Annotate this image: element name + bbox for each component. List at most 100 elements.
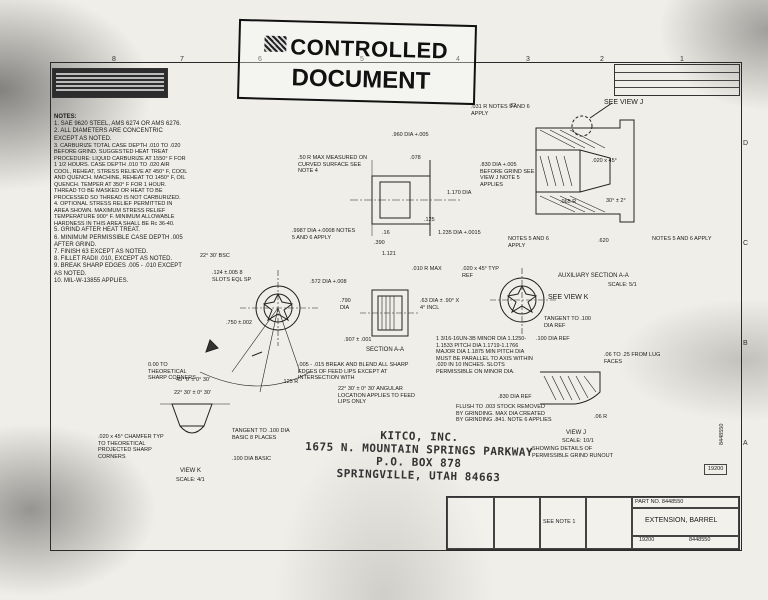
tb-cell: [493, 497, 541, 549]
zone-label: B: [743, 340, 748, 347]
zone-label: 4: [456, 56, 460, 63]
callout-slots: .124 ±.005 8 SLOTS EQL SP: [212, 270, 252, 283]
notes-heading: NOTES:: [54, 114, 77, 120]
callout-dim620: .620: [598, 238, 609, 244]
tb-cell: [631, 535, 739, 549]
zone-label: 8: [112, 56, 116, 63]
note-item: 6. MINIMUM PERMISSIBLE CASE DEPTH .005 A…: [54, 234, 183, 248]
callout-dia830: .830 DIA +.005 BEFORE GRIND SEE VIEW J N…: [480, 162, 535, 188]
tb-cell: [631, 507, 739, 537]
callout-dia830-ref: .830 DIA REF: [498, 394, 532, 400]
tb-cell: [447, 497, 495, 549]
zone-label: 1: [680, 56, 684, 63]
callout-dia100ref: .100 DIA REF: [536, 336, 570, 342]
section-aa-title: SECTION A-A: [366, 347, 405, 353]
code-box: 19200: [704, 464, 728, 475]
callout-dim16: .16: [382, 230, 390, 236]
callout-dia100-basic: .100 DIA BASIC: [232, 456, 272, 462]
revision-block: [614, 64, 740, 96]
callout-break-edges: .005 - .015 BREAK AND BLEND ALL SHARP ED…: [298, 362, 409, 381]
callout-tangent100: TANGENT TO .100 DIA REF: [544, 316, 591, 329]
company-address-stamp: KITCO, INC. 1675 N. MOUNTAIN SPRINGS PAR…: [304, 427, 533, 485]
callout-dia63: .63 DIA ± .90° X 4° INCL: [420, 298, 460, 311]
zone-label: A: [743, 440, 748, 447]
view-j-description: SHOWING DETAILS OF PERMISSIBLE GRIND RUN…: [532, 446, 613, 459]
callout-angle22b: 22° 30' ± 0° 30': [174, 390, 212, 396]
view-j-title: VIEW J: [566, 430, 587, 436]
side-dwg-number: 8448550: [719, 423, 725, 445]
callout-angle45: 45° 0' ± 0° 30': [176, 377, 210, 383]
callout-dim078: .078: [410, 155, 421, 161]
callout-notes56-right: NOTES 5 AND 6 APPLY: [652, 236, 712, 242]
side-number-strip: 8448550: [703, 395, 733, 455]
note-item: 7. FINISH 63 EXCEPT AS NOTED.: [54, 248, 148, 255]
callout-dim32: 32: [510, 103, 517, 109]
zone-label: D: [743, 140, 749, 147]
cage-code: 19200: [639, 537, 655, 543]
callout-dim125: .125: [424, 217, 435, 223]
callout-angular: 22° 30' ± 0° 30' ANGULAR LOCATION APPLIE…: [338, 386, 416, 405]
zone-label: 5: [360, 56, 364, 63]
drawing-frame: [50, 62, 742, 551]
notes-block: NOTES: 1. SAE 9620 STEEL, AMS 6274 OR AM…: [54, 114, 188, 285]
tb-cell: [539, 497, 587, 549]
callout-chamfer: .020 x 45°: [592, 158, 617, 164]
callout-see-view-k: SEE VIEW K: [548, 294, 589, 301]
callout-r010: .010 R MAX: [412, 266, 442, 272]
see-note: SEE NOTE 1: [543, 519, 576, 525]
callout-dim750: .750 ±.002: [226, 320, 252, 326]
callout-r50max: .50 R MAX MEASURED ON CURVED SURFACE SEE…: [298, 155, 368, 174]
tb-cell: [631, 497, 739, 509]
view-k-scale: SCALE: 4/1: [176, 477, 205, 483]
callout-theoretical: 0.00 TO THEORETICAL SHARP CORNERS: [148, 362, 196, 381]
note-item: 2. ALL DIAMETERS ARE CONCENTRIC EXCEPT A…: [54, 128, 163, 142]
callout-r125: .125 R: [282, 379, 299, 385]
callout-thread-spec: 1 3/16-16UN-3B MINOR DIA 1.1250-1.1533 P…: [436, 336, 533, 375]
note-item: 3. CARBURIZE TOTAL CASE DEPTH .010 TO .0…: [54, 142, 188, 201]
callout-dim390: .390: [374, 240, 385, 246]
note-item: 10. MIL-W-13855 APPLIES.: [54, 277, 129, 284]
callout-tangent-basic: TANGENT TO .100 DIA BASIC 8 PLACES: [232, 428, 290, 441]
callout-lug: .06 TO .25 FROM LUG FACES: [604, 352, 661, 365]
callout-r06: .06 R: [594, 414, 608, 420]
zone-label: C: [743, 240, 749, 247]
aux-section-title: AUXILIARY SECTION A-A: [558, 273, 629, 279]
drawing-title: EXTENSION, BARREL: [645, 517, 718, 524]
note-item: 5. GRIND AFTER HEAT TREAT.: [54, 227, 140, 234]
note-item: 9. BREAK SHARP EDGES .005 - .010 EXCEPT …: [54, 263, 182, 277]
callout-r031: .031 R NOTES 5 AND 6 APPLY: [471, 104, 530, 117]
callout-dim1121: 1.121: [382, 251, 396, 257]
title-block: PART NO. 8448550 EXTENSION, BARREL 19200…: [446, 496, 740, 550]
zone-label: 3: [526, 56, 530, 63]
tb-cell: [585, 497, 633, 549]
callout-dia790: .790 DIA: [340, 298, 351, 311]
callout-dia1170: 1.170 DIA: [447, 190, 472, 196]
callout-r065: .065 R: [560, 199, 577, 205]
note-item: 1. SAE 9620 STEEL, AMS 6274 OR AMS 6276.: [54, 121, 182, 128]
callout-dim907: .907 ± .001: [344, 337, 372, 343]
aux-section-scale: SCALE: 5/1: [608, 282, 637, 288]
note-item: 8. FILLET RADII .010, EXCEPT AS NOTED.: [54, 256, 173, 263]
callout-chamfer-typ: .020 x 45° CHAMFER TYP TO THEORETICAL PR…: [98, 434, 164, 460]
drawing-number: 8448550: [689, 537, 711, 543]
callout-dia572: .572 DIA +.008: [310, 279, 347, 285]
zone-label: 6: [258, 56, 262, 63]
callout-dia9987: .9987 DIA +.0008 NOTES 5 AND 6 APPLY: [292, 228, 356, 241]
callout-notes56: NOTES 5 AND 6 APPLY: [508, 236, 549, 249]
callout-flush: FLUSH TO .003 STOCK REMOVED BY GRINDING.…: [456, 404, 552, 423]
security-notice-box: [52, 68, 168, 98]
zone-label: 2: [600, 56, 604, 63]
callout-angle30: 30° ± 2°: [606, 198, 626, 204]
view-k-title: VIEW K: [180, 468, 202, 474]
callout-dia960: .960 DIA +.005: [392, 132, 429, 138]
view-j-scale: SCALE: 10/1: [562, 438, 594, 444]
callout-chamfer020: .020 x 45° TYP REF: [462, 266, 499, 279]
callout-dia1235: 1.235 DIA +.0015: [438, 230, 481, 236]
zone-label: 7: [180, 56, 184, 63]
callout-angle22: 22° 30' BSC: [200, 253, 230, 259]
note-item: 4. OPTIONAL STRESS RELIEF PERMITTED IN A…: [54, 201, 175, 227]
part-number-label: PART NO. 8448550: [635, 499, 684, 505]
callout-see-view-j: SEE VIEW J: [604, 99, 644, 106]
